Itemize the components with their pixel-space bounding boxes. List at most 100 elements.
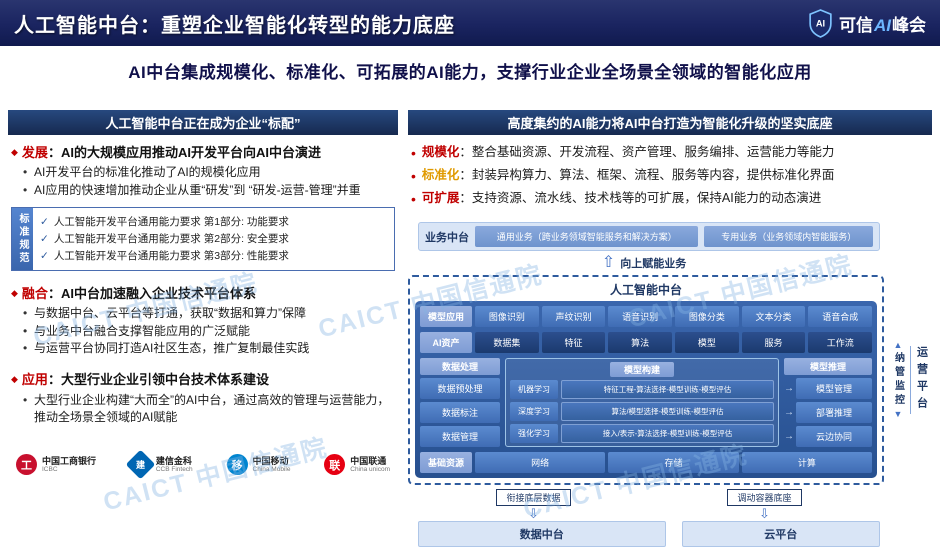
logo-subname: ICBC (42, 466, 58, 474)
build-method: 机器学习 (510, 380, 558, 400)
ai-platform-box: 人工智能中台 模型应用 图像识别 声纹识别 语音识别 图像分类 文本分类 语音合… (408, 275, 884, 486)
dot-bullet-icon: • (411, 168, 416, 185)
bullet-item: 与业务中台融合支撑智能应用的广泛赋能 (23, 323, 395, 341)
shield-text: AI (816, 18, 825, 28)
check-icon: ✓ (40, 215, 49, 228)
right-arrow-icon: → (784, 382, 794, 394)
feature-keyword: 可扩展 (421, 191, 460, 206)
section-application: ◆应用：大型行业企业引领中台技术体系建设 大型行业企业构建“大而全”的AI中台，… (8, 371, 398, 426)
base-resource-item: 网络 (475, 452, 606, 474)
standard-item-text: 人工智能开发平台通用能力要求 第3部分: 性能要求 (53, 250, 289, 263)
feature-text: ：整合基础资源、开发流程、资产管理、服务编排、运营能力等能力 (459, 145, 835, 159)
section-fusion: ◆融合：AI中台加速融入企业技术平台体系 与数据中台、云平台等打通，获取“数据和… (8, 285, 398, 358)
bullet-item: 与运营平台协同打造AI社区生态，推广复制最佳实践 (23, 340, 395, 358)
logo-subname: CCB Fintech (155, 466, 193, 474)
section-title: ◆应用：大型行业企业引领中台技术体系建设 (11, 371, 395, 389)
business-platform-bar: 业务中台 通用业务（跨业务领域智能服务和解决方案） 专用业务（业务领域内智能服务… (418, 222, 880, 252)
left-panel-header: 人工智能中台正在成为企业“标配” (8, 110, 398, 135)
base-resource-item: 计算 (741, 452, 872, 474)
base-resource-row: 基础资源 网络 存储 计算 (420, 452, 872, 474)
standards-tab: 标准规范 (12, 207, 33, 270)
shield-icon: AI (809, 8, 832, 38)
ai-asset-item: 特征 (541, 332, 606, 354)
ai-asset-item: 服务 (741, 332, 806, 354)
feature-keyword: 规模化 (421, 145, 460, 159)
china-unicom-icon: 联 (324, 454, 346, 476)
data-processing-column: 数据处理 数据预处理 数据标注 数据管理 (420, 358, 500, 448)
diamond-bullet-icon: ◆ (11, 287, 18, 298)
build-flow: 接入/表示-算法选择-模型训练-模型评估 (561, 424, 774, 444)
up-arrow-icon: ▲ (893, 340, 903, 351)
connect-data-label: 衔接底层数据 (496, 489, 571, 507)
model-app-item: 语音识别 (608, 306, 673, 328)
model-app-row: 模型应用 图像识别 声纹识别 语音识别 图像分类 文本分类 语音合成 (420, 306, 873, 328)
row-label: 基础资源 (420, 452, 472, 474)
standard-item-text: 人工智能开发平台通用能力要求 第2部分: 安全要求 (53, 232, 289, 245)
business-general-box: 通用业务（跨业务领域智能服务和解决方案） (475, 226, 699, 248)
inference-item: 云边协同 (796, 426, 872, 448)
right-panel: 高度集约的AI能力将AI中台打造为智能化升级的坚实底座 • 规模化：整合基础资源… (408, 110, 932, 548)
logo-subname: China Mobile (252, 466, 291, 474)
inference-row: → 模型管理 (784, 378, 872, 400)
inference-row: → 部署推理 (784, 402, 872, 424)
build-method: 强化学习 (510, 424, 558, 444)
cloud-platform-bar: 云平台 (681, 521, 880, 548)
inference-item: 模型管理 (796, 378, 872, 400)
section-title-text: ：AI的大规模应用推动AI开发平台向AI中台演进 (47, 145, 321, 160)
standard-item: ✓ 人工智能开发平台通用能力要求 第3部分: 性能要求 (40, 248, 387, 264)
logo-icbc: 工 中国工商银行 ICBC (16, 454, 97, 476)
column-label: 数据处理 (420, 358, 500, 376)
logo-name: 中国移动 (252, 455, 289, 466)
inference-row: → 云边协同 (784, 426, 872, 448)
ai-platform-panel: 模型应用 图像识别 声纹识别 语音识别 图像分类 文本分类 语音合成 AI资产 … (415, 301, 877, 479)
dot-bullet-icon: • (411, 191, 416, 208)
section-development: ◆发展：AI的大规模应用推动AI开发平台向AI中台演进 AI开发平台的标准化推动… (8, 144, 398, 199)
feature-bullet: • 规模化：整合基础资源、开发流程、资产管理、服务编排、运营能力等能力 (408, 142, 932, 165)
feature-text: ：支持资源、流水线、技术栈等的可扩展，保持AI能力的动态演进 (459, 191, 822, 206)
logo-name: 中国工商银行 (42, 455, 97, 466)
feature-text: ：封装异构算力、算法、框架、流程、服务等内容，提供标准化界面 (459, 168, 835, 183)
manage-monitor-text: 纳管监控 (892, 352, 904, 409)
up-arrow-icon: ⇧ (601, 254, 616, 272)
build-row: 深度学习 算法/模型选择-模型训练-模型评估 (510, 402, 774, 422)
standard-item: ✓人工智能开发平台通用能力要求 第2部分: 安全要求 (40, 231, 387, 247)
ops-platform-label: 运营平台 (909, 346, 930, 415)
inference-item: 部署推理 (796, 402, 872, 424)
standard-item-text: 人工智能开发平台通用能力要求 第1部分: 功能要求 (53, 215, 289, 228)
section-keyword: 融合 (21, 285, 48, 301)
data-processing-item: 数据预处理 (420, 378, 500, 400)
down-arrow-icon: ⇩ (759, 506, 770, 522)
partner-logos: 工 中国工商银行 ICBC 建 建信金科 CCB Fintech 移 中国移动 … (8, 449, 398, 480)
section-keyword: 应用 (21, 372, 48, 388)
section-keyword: 发展 (21, 145, 48, 160)
ai-asset-item: 模型 (675, 332, 739, 354)
build-flow: 算法/模型选择-模型训练-模型评估 (561, 402, 774, 422)
row-label: 模型应用 (420, 306, 472, 328)
down-arrow-icon: ⇩ (528, 506, 539, 522)
bullet-item: AI应用的快速增加推动企业从重“研发”到 “研发-运营-管理”并重 (23, 182, 395, 200)
section-title-text: ：AI中台加速融入企业技术平台体系 (47, 285, 256, 301)
model-inference-column: 模型推理 → 模型管理 → 部署推理 → (784, 358, 872, 448)
section-title: ◆发展：AI的大规模应用推动AI开发平台向AI中台演进 (11, 144, 395, 162)
left-panel: 人工智能中台正在成为企业“标配” ◆发展：AI的大规模应用推动AI开发平台向AI… (8, 110, 398, 480)
logo-china-mobile: 移 中国移动 China Mobile (226, 454, 291, 476)
bullet-item: 大型行业企业构建“大而全”的AI中台，通过高效的管理与运营能力，推动全场景全领域… (23, 392, 395, 427)
logo-name: 建信金科 (155, 455, 192, 466)
bullet-item: AI开发平台的标准化推动了AI的规模化应用 (23, 164, 395, 182)
build-flow: 特征工程-算法选择-模型训练-模型评估 (561, 380, 774, 400)
slide-title: 人工智能中台：重塑企业智能化转型的能力底座 (14, 14, 455, 37)
ccb-fintech-icon: 建 (125, 449, 156, 480)
check-icon: ✓ (40, 250, 49, 263)
logo-china-unicom: 联 中国联通 China unicom (324, 454, 390, 476)
summit-logo: AI 可信AI峰会 (808, 8, 926, 38)
column-label: 模型构建 (609, 362, 674, 378)
right-arrow-icon: → (784, 430, 794, 442)
bottom-connector-labels: 衔接底层数据 调动容器底座 (418, 489, 880, 507)
build-row: 机器学习 特征工程-算法选择-模型训练-模型评估 (510, 380, 774, 400)
china-mobile-icon: 移 (226, 454, 248, 476)
bottom-bars: 数据中台 云平台 (418, 521, 880, 548)
section-title-text: ：大型行业企业引领中台技术体系建设 (47, 372, 269, 388)
down-arrows: ⇩ ⇩ (418, 507, 880, 520)
column-label: 模型推理 (784, 358, 872, 376)
ai-platform-title: 人工智能中台 (609, 283, 682, 298)
